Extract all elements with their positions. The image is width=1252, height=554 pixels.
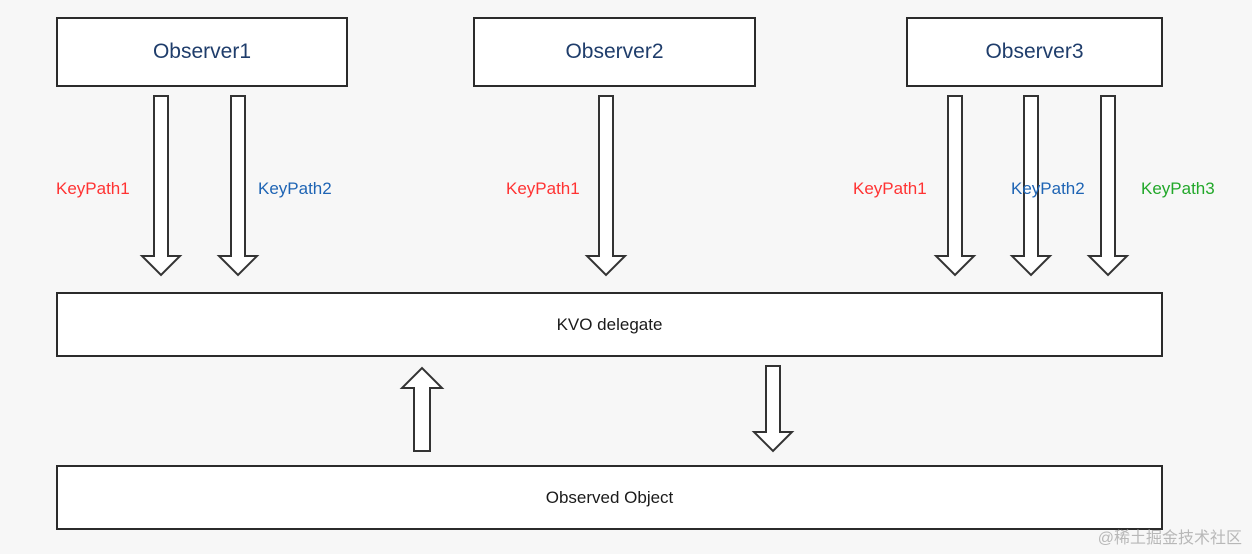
kvo-delegate-box: KVO delegate <box>56 292 1163 357</box>
observer2-box: Observer2 <box>473 17 756 87</box>
observer1-label: Observer1 <box>152 40 252 63</box>
arrow-down-observer1-keypath2 <box>216 95 260 277</box>
observer1-box: Observer1 <box>56 17 348 87</box>
keypath-label-observer3-1: KeyPath1 <box>853 179 927 198</box>
keypath-label-observer3-3: KeyPath3 <box>1141 179 1215 198</box>
arrow-up-observed-to-delegate <box>399 366 445 452</box>
observer3-label: Observer3 <box>985 40 1084 63</box>
arrow-down-observer3-keypath1 <box>933 95 977 277</box>
keypath-label-observer3-2: KeyPath2 <box>1011 179 1085 198</box>
keypath-label-observer1-2: KeyPath2 <box>258 179 332 198</box>
kvo-delegate-label: KVO delegate <box>556 314 663 334</box>
keypath-label-observer1-1: KeyPath1 <box>56 179 130 198</box>
observer3-box: Observer3 <box>906 17 1163 87</box>
watermark: @稀土掘金技术社区 <box>1097 530 1242 547</box>
observed-object-label: Observed Object <box>545 487 674 507</box>
arrow-down-observer2-keypath1 <box>584 95 628 277</box>
arrow-down-delegate-to-observed <box>751 365 795 453</box>
arrow-down-observer3-keypath2 <box>1009 95 1053 277</box>
arrow-down-observer3-keypath3 <box>1086 95 1130 277</box>
observer2-label: Observer2 <box>565 40 664 63</box>
observed-object-box: Observed Object <box>56 465 1163 530</box>
arrow-down-observer1-keypath1 <box>139 95 183 277</box>
keypath-label-observer2-1: KeyPath1 <box>506 179 580 198</box>
